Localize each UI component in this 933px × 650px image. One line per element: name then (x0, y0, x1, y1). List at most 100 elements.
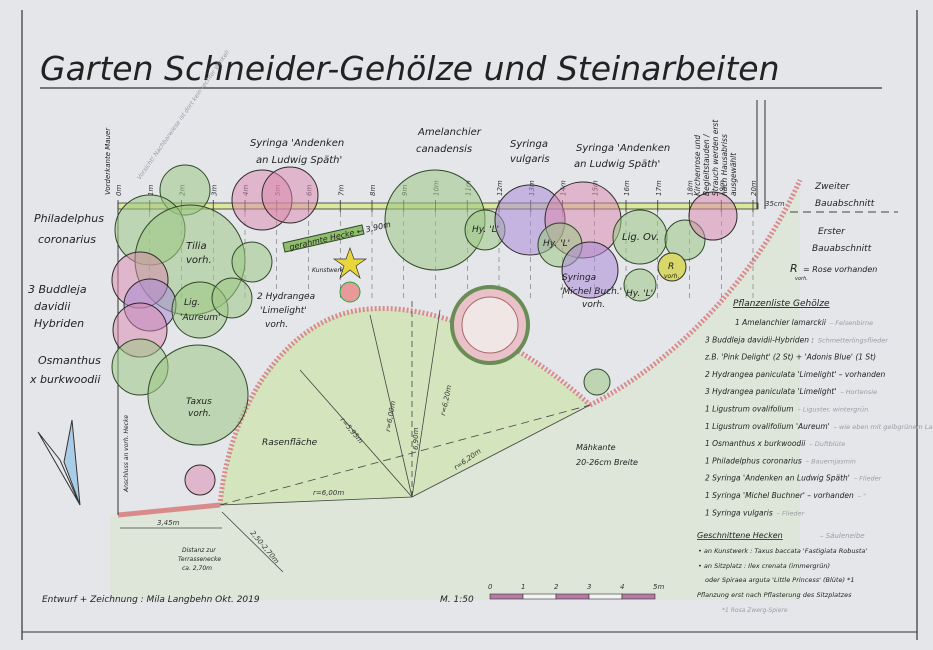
label-buddleja-3: Hybriden (34, 317, 84, 330)
seating-paving (461, 296, 519, 354)
hyl-circle-3 (623, 268, 657, 302)
label-hydrangea-3: vorh. (265, 320, 288, 330)
plant-list-note: – Hortensie (840, 388, 877, 396)
note-lawn: Rasenfläche (262, 438, 318, 448)
plant-list-note: – " (858, 492, 866, 500)
phase-second: Zweiter (814, 182, 851, 192)
scale-label: M. 1:50 (440, 595, 474, 605)
scale-tick-label: 2 (554, 583, 559, 591)
note-distance-2: Terrassenecke (178, 556, 221, 563)
label-lig: Lig. (184, 298, 200, 308)
label-syringa-vulgaris: Syringa (510, 139, 548, 150)
scale-tick-label: 1 (521, 583, 525, 591)
hedges-footnote: *1 Rosa Zwerg-Spiere (722, 607, 788, 614)
mow-edge-bottom (117, 502, 221, 518)
artwork-star-icon (332, 246, 368, 280)
label-hyl-1: Hy. 'L' (472, 225, 499, 235)
plant-list-note: – Flieder (854, 475, 883, 483)
plant-list-item: 3 Hydrangea paniculata 'Limelight'– Hort… (705, 387, 877, 396)
ruler-label: 12m (496, 180, 504, 196)
ilex-circle (184, 464, 216, 496)
label-hyl-3: Hy. 'L' (626, 289, 653, 299)
plant-list-item: 2 Syringa 'Andenken an Ludwig Späth'– Fl… (705, 474, 883, 483)
plant-list-note: – Bauernjasmin (806, 457, 856, 465)
hedges-note: – Säuleneibe (820, 532, 865, 540)
rose-key-text: = Rose vorhanden (803, 265, 877, 274)
ruler-label: 19m (718, 180, 726, 196)
note-mow-width: 20-26cm Breite (576, 458, 638, 467)
plant-list-item: 1 Osmanthus x burkwoodii– Duftblüte (705, 439, 845, 448)
label-taxus: Taxus (186, 397, 212, 407)
planting-bed (110, 180, 800, 600)
label-rose: R (668, 262, 674, 272)
hedges-line-3: oder Spiraea arguta 'Little Princess' (B… (705, 576, 854, 584)
plant-list-item: 1 Philadelphus coronarius– Bauernjasmin (705, 456, 856, 465)
dim-r1: r=6,00m (313, 489, 344, 497)
label-amelanchier-2: canadensis (416, 144, 472, 155)
dim-690: 6,90m (412, 427, 420, 450)
plant-list-item: z.B. 'Pink Delight' (2 St) + 'Adonis Blu… (704, 353, 876, 362)
label-syringa-vulgaris-2: vulgaris (510, 154, 550, 165)
scale-segment (621, 593, 656, 600)
label-taxus-2: vorh. (188, 409, 211, 419)
plant-list-note: – Duftblüte (809, 440, 845, 448)
hedges-line-4: Pflanzung erst nach Pflasterung des Sitz… (697, 591, 852, 599)
label-amelanchier: Amelanchier (417, 127, 482, 138)
note-distance-1: Distanz zur (182, 547, 216, 554)
hedges-line-2: • an Sitzplatz : Ilex crenata (immergrün… (698, 562, 830, 570)
plant-list-note: – Flieder (777, 509, 806, 517)
label-syringa-spaeth-left-2: an Ludwig Späth' (256, 155, 342, 166)
label-tilia: Tilia (186, 241, 207, 252)
scale-segment (489, 593, 524, 600)
hedges-line-1: • an Kunstwerk : Taxus baccata 'Fastigia… (698, 547, 867, 555)
taxus-column (339, 281, 361, 303)
hedges-title: Geschnittene Hecken (697, 531, 783, 540)
label-tilia-2: vorh. (186, 255, 212, 266)
label-buddleja: 3 Buddleja (28, 283, 87, 296)
plant-list-item: 2 Hydrangea paniculata 'Limelight' – vor… (705, 370, 885, 379)
note-hedge-connect: Anschluss an vorh. Hecke (123, 415, 130, 493)
label-rose-sub: vorh. (664, 273, 679, 280)
label-michel-3: vorh. (582, 300, 605, 310)
scale-tick-label: 3 (587, 583, 591, 591)
label-hydrangea-2: 'Limelight' (260, 306, 307, 316)
ruler-label: 18m (687, 180, 695, 196)
plant-list-note: – Liguster, wintergrün (798, 406, 869, 414)
ruler-label: 17m (655, 180, 663, 196)
rose-key-sub: vorh. (795, 276, 808, 282)
dim-345: 3,45m (157, 519, 180, 527)
note-distance-3: ca. 2,70m (182, 565, 212, 572)
label-syringa-spaeth-right: Syringa 'Andenken (576, 143, 670, 154)
plant-list-title: Pflanzenliste Gehölze (733, 299, 830, 309)
note-later: Kirchenrose und Begleitstauden / Strauch… (693, 117, 738, 196)
ruler-label: 16m (623, 180, 631, 196)
plant-list-item: 1 Ligustrum ovalifolium– Liguster, winte… (705, 405, 868, 414)
plant-list-item: 1 Ligustrum ovalifolium 'Aureum'– wie eb… (705, 422, 933, 431)
ruler-label: 0m (115, 185, 123, 196)
radius-lines (120, 300, 591, 573)
phase-second-2: Bauabschnitt (815, 199, 875, 209)
note-mow-edge: Mähkante (576, 443, 616, 452)
label-philadelphus: Philadelphus (34, 212, 104, 225)
label-hyl-2: Hy. 'L' (543, 239, 570, 249)
author-credit: Entwurf + Zeichnung : Mila Langbehn Okt.… (42, 595, 260, 605)
plant-list-item: 1 Syringa 'Michel Buchner' – vorhanden– … (705, 491, 866, 500)
scale-segment (588, 593, 623, 600)
plant-list-note: – Felsenbirne (830, 319, 873, 327)
ruler-label: 7m (337, 185, 345, 196)
ruler-label: 8m (369, 185, 377, 196)
plant-list-item: 3 Buddleja davidii-Hybriden :Schmetterli… (705, 335, 889, 344)
plant-list-note: Schmetterlingsflieder (818, 336, 889, 344)
scale-tick-label: 5m (653, 583, 664, 591)
plant-circles (111, 164, 738, 496)
north-arrow-icon (37, 419, 81, 506)
phase-first: Erster (818, 227, 846, 237)
michel-circle (561, 241, 619, 299)
taxus-circle (147, 344, 249, 446)
label-osmanthus-2: x burkwoodii (29, 373, 100, 386)
label-michel: Syringa (562, 273, 596, 283)
scale-segment (522, 593, 557, 600)
hydrangea-circle-1 (211, 277, 253, 319)
